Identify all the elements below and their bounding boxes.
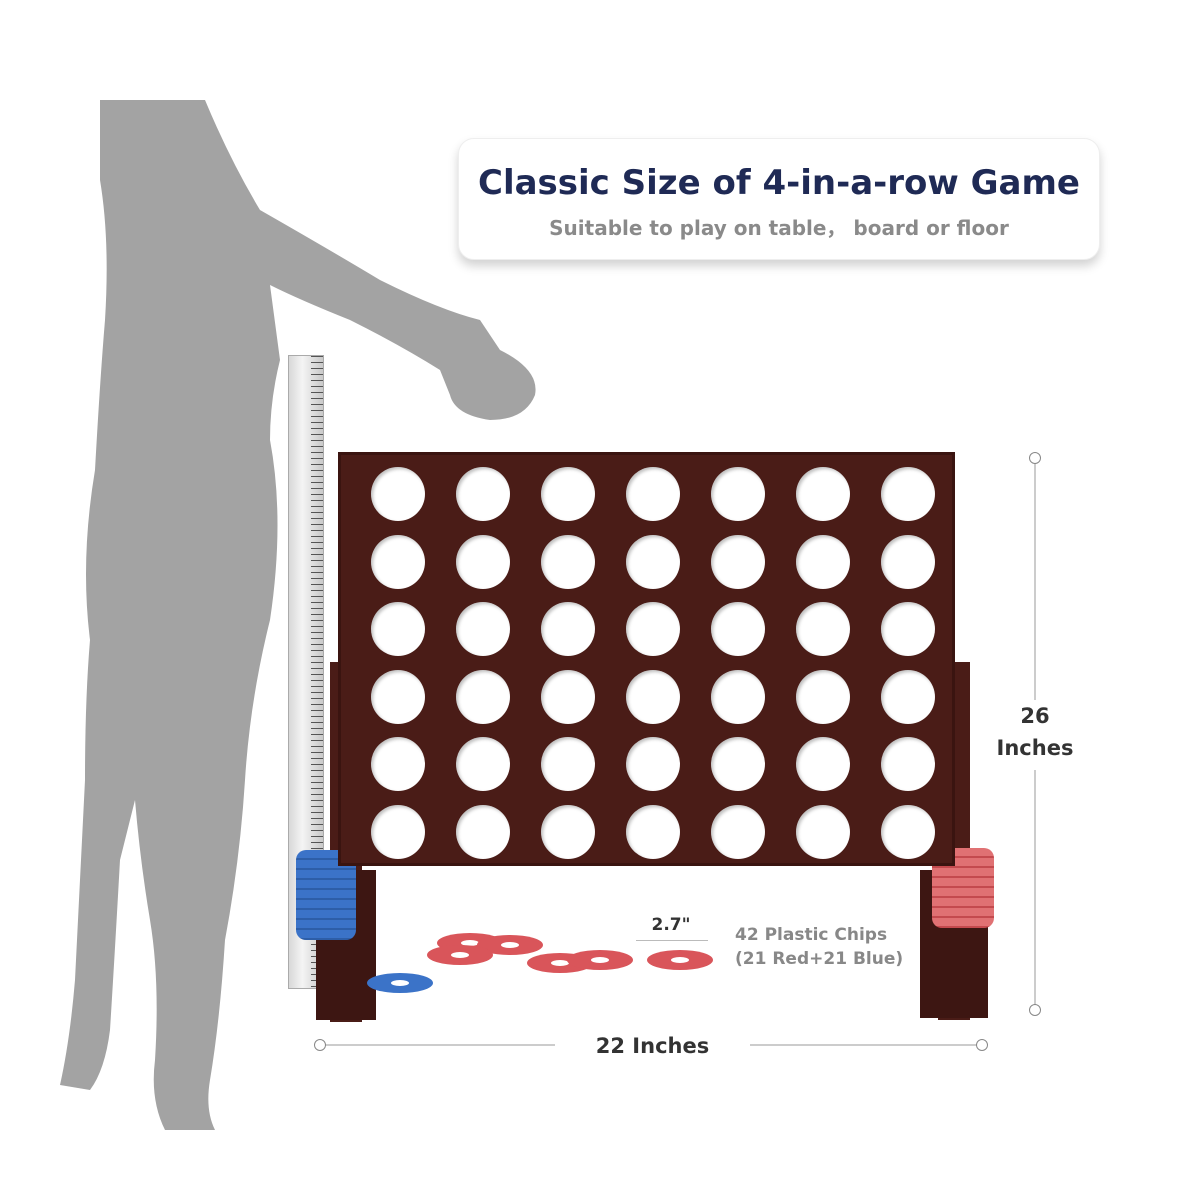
board-hole xyxy=(541,534,595,589)
board-hole xyxy=(881,804,935,859)
chip-hole xyxy=(461,940,479,946)
board-hole xyxy=(626,534,680,589)
chips-breakdown: (21 Red+21 Blue) xyxy=(735,949,904,969)
height-label: 26 Inches xyxy=(985,700,1085,770)
board-hole xyxy=(626,804,680,859)
height-end-bottom xyxy=(1029,1004,1041,1016)
board-hole xyxy=(371,534,425,589)
board-hole xyxy=(711,737,765,791)
height-value: 26 xyxy=(1020,704,1050,728)
title-card: Classic Size of 4-in-a-row Game Suitable… xyxy=(458,138,1100,260)
board-hole xyxy=(456,737,510,791)
board-hole xyxy=(541,467,595,521)
board-hole xyxy=(456,467,510,521)
board-hole xyxy=(796,737,850,791)
board-hole xyxy=(541,804,595,859)
page-subtitle: Suitable to play on table， board or floo… xyxy=(549,216,1009,240)
ruler-ticks xyxy=(311,356,323,988)
board-hole xyxy=(711,467,765,521)
board-hole xyxy=(541,669,595,724)
board-hole xyxy=(796,669,850,724)
board-hole xyxy=(456,534,510,589)
board-hole xyxy=(881,467,935,521)
chip-diameter-label: 2.7" xyxy=(651,915,691,935)
board-hole xyxy=(371,669,425,724)
board-hole xyxy=(371,602,425,656)
chip-hole xyxy=(391,980,409,986)
board-hole xyxy=(881,534,935,589)
game-board xyxy=(338,452,955,866)
board-hole xyxy=(711,669,765,724)
person-silhouette xyxy=(60,100,536,1130)
board-hole xyxy=(711,534,765,589)
board-hole xyxy=(881,602,935,656)
chip-diameter-line xyxy=(636,940,708,941)
page-title: Classic Size of 4-in-a-row Game xyxy=(478,163,1080,203)
board-hole xyxy=(626,669,680,724)
width-label: 22 Inches xyxy=(555,1034,750,1058)
board-hole xyxy=(796,602,850,656)
board-hole xyxy=(456,602,510,656)
board-hole xyxy=(796,467,850,521)
board-hole xyxy=(456,669,510,724)
board-hole xyxy=(456,804,510,859)
board-hole xyxy=(711,804,765,859)
height-unit: Inches xyxy=(996,736,1074,760)
board-hole xyxy=(541,737,595,791)
chip-hole xyxy=(451,952,469,958)
board-hole xyxy=(371,467,425,521)
loose-chips xyxy=(367,933,713,993)
board-hole xyxy=(881,669,935,724)
chip-hole xyxy=(671,957,689,963)
height-end-top xyxy=(1029,452,1041,464)
chip-hole xyxy=(501,942,519,948)
board-hole xyxy=(371,737,425,791)
board-hole xyxy=(541,602,595,656)
board-hole xyxy=(626,467,680,521)
board-hole xyxy=(796,804,850,859)
board-hole xyxy=(881,737,935,791)
width-end-right xyxy=(976,1039,988,1051)
board-hole xyxy=(626,602,680,656)
chips-count: 42 Plastic Chips xyxy=(735,925,888,945)
board-hole xyxy=(711,602,765,656)
width-end-left xyxy=(314,1039,326,1051)
board-hole xyxy=(796,534,850,589)
board-hole xyxy=(626,737,680,791)
chip-hole xyxy=(551,960,569,966)
chip-hole xyxy=(591,957,609,963)
chips-info: 42 Plastic Chips (21 Red+21 Blue) xyxy=(735,923,903,971)
board-hole xyxy=(371,804,425,859)
